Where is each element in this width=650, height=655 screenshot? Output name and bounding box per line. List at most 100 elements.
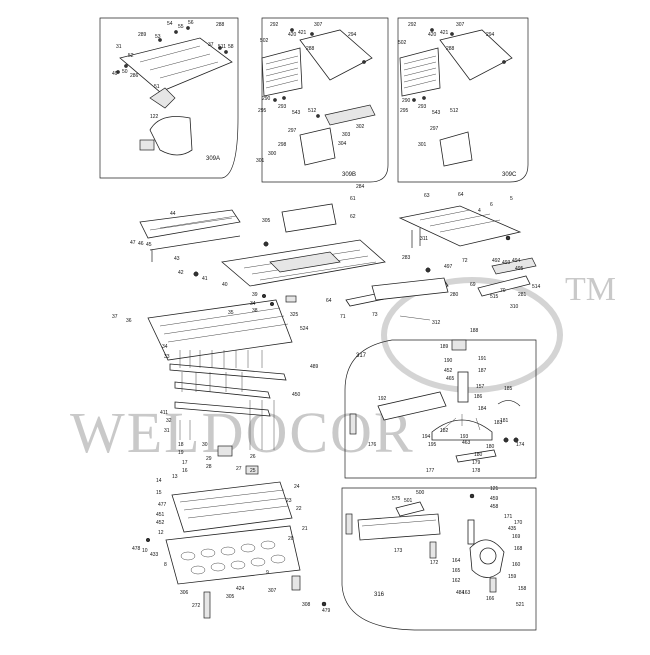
inset-caption: 309C [502,172,517,178]
inset-caption: 309B [342,172,356,178]
part-label: 325 [290,312,299,318]
part-label: 39 [252,292,258,298]
miter-bar [455,449,497,463]
fence-screw [469,493,475,499]
part-label: 56 [188,20,194,26]
fence-guide [411,228,421,248]
part-label: 310 [510,304,519,310]
inset-309a-clamp [139,139,155,151]
part-label: 21 [302,526,308,532]
inset-309b-knife [299,127,336,166]
part-label: 421 [298,30,307,36]
part-label: 51 [154,84,160,90]
part-label: 420 [428,32,437,38]
part-label: 121 [490,486,499,492]
part-label: 293 [418,104,427,110]
part-label: 52 [128,53,134,59]
inset-317-frame [344,339,537,479]
part-label: 493 [502,260,511,266]
part-label: 45 [146,242,152,248]
miter-pin [349,413,357,435]
part-label: 17 [182,460,188,466]
part-label: 70 [500,288,506,294]
screw-columns [179,350,275,450]
part-label: 183 [494,420,503,426]
part-label: 180 [486,444,495,450]
part-label: 163 [462,590,471,596]
miter-clip [497,400,521,407]
part-label: 189 [440,344,449,350]
part-label: 14 [156,478,162,484]
part-label: 465 [446,376,455,382]
part-label: 311 [420,236,428,242]
part-label: 308 [302,602,311,608]
part-label: 298 [278,142,287,148]
fence-bracket [395,501,425,517]
part-label: 297 [430,126,439,132]
part-label: 53 [155,34,161,40]
part-label: 6 [490,202,493,208]
miter-washer [503,437,509,443]
inset-309c-plate-slots [403,55,437,89]
part-label: 192 [378,396,387,402]
part-label: 451 [156,512,165,518]
part-label: 54 [167,21,173,27]
inset-caption: 316 [374,592,385,598]
part-label: 424 [236,586,245,592]
part-label: 497 [444,264,453,270]
lower-base-frame [171,481,293,533]
part-label: 37 [208,42,214,48]
part-label: 174 [516,442,525,448]
part-label: 13 [172,474,178,480]
part-label: 16 [182,468,188,474]
part-label: 180 [474,452,483,458]
part-label: 305 [262,218,271,224]
part-label: 157 [476,384,485,390]
inset-309b-guard [299,29,373,81]
part-label: 186 [474,394,483,400]
part-label: 47 [130,240,136,246]
part-label: 166 [486,596,495,602]
throat-insert [281,203,337,233]
part-label: 191 [478,356,487,362]
part-label: 575 [392,496,401,502]
part-label: 22 [296,506,302,512]
inset-caption: 309A [206,156,220,162]
inset-309b-fasteners [273,28,366,118]
part-label: 280 [450,292,459,298]
part-label: 294 [348,32,357,38]
part-label: 501 [404,498,413,504]
rip-fence [371,277,449,301]
part-label: 176 [368,442,377,448]
part-label: 185 [504,386,513,392]
inset-309c-guard [439,29,513,81]
inset-309c: 292 420 421 307 502 288 294 290 295 293 … [397,17,529,183]
leader-312 [399,315,431,321]
trunnion-rod-3 [174,401,271,417]
part-label: 158 [518,586,527,592]
inset-316: 575 501 500 121 459 458 171 170 435 169 … [341,486,537,631]
part-label: 421 [440,30,449,36]
part-label: 171 [504,514,513,520]
part-label: 41 [202,276,208,282]
miter-protractor-head [431,419,493,441]
part-label: 31 [116,44,122,50]
part-label: 484 [456,590,465,596]
part-label: 46 [138,241,144,247]
part-label: 26 [250,454,256,460]
throat-plate-opening [269,251,341,273]
part-label: 58 [228,44,234,50]
part-label: 18 [178,442,184,448]
part-label: 288 [446,46,455,52]
watermark-ring [381,277,563,393]
part-label: 182 [440,428,449,434]
part-label: 195 [428,442,437,448]
trunnion-rod-2 [174,381,271,399]
inset-caption: 317 [356,353,367,359]
inset-316-labels: 575 501 500 121 459 458 171 170 435 169 … [374,486,527,608]
rail-end-cap [477,275,531,297]
part-label: 307 [314,22,323,28]
part-label: 294 [486,32,495,38]
part-label: 69 [470,282,476,288]
